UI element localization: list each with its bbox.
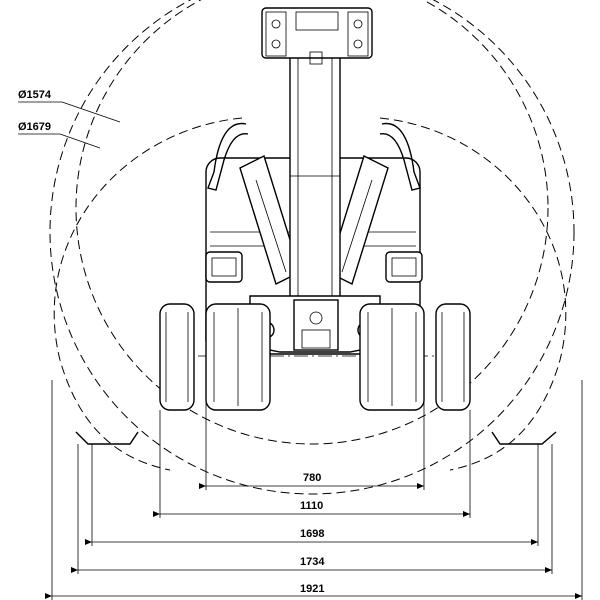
left-handle	[207, 122, 249, 191]
left-light	[205, 251, 243, 283]
swing-arc-right	[379, 117, 567, 471]
wheel-left-inner	[205, 303, 271, 411]
wheel-left-outer	[159, 303, 195, 411]
dimension-lines	[45, 483, 582, 599]
left-foot-pad	[75, 431, 139, 445]
wheels	[159, 303, 471, 411]
swing-circle-1574	[75, 0, 549, 445]
dimension-780: 780	[303, 472, 321, 484]
machine-body	[205, 7, 423, 355]
wheel-right-outer	[435, 303, 471, 411]
swing-circle-1679	[49, 0, 575, 495]
dimension-1734: 1734	[300, 556, 325, 568]
right-handle	[379, 122, 421, 191]
wheel-right-inner	[359, 303, 425, 411]
swing-circles	[49, 0, 575, 495]
swing-arc-left	[53, 117, 243, 471]
dimension-1110: 1110	[300, 500, 323, 512]
diameter-label-1574: Ø1574	[18, 89, 52, 101]
diameter-leaders	[18, 101, 121, 149]
dimension-1921: 1921	[300, 583, 324, 595]
boom-head	[261, 7, 373, 59]
boom	[289, 39, 341, 303]
right-light	[385, 251, 423, 283]
dimension-1698: 1698	[300, 528, 324, 540]
extension-lines	[51, 360, 583, 600]
diameter-label-1679: Ø1679	[18, 121, 51, 133]
right-foot-pad	[491, 431, 557, 445]
